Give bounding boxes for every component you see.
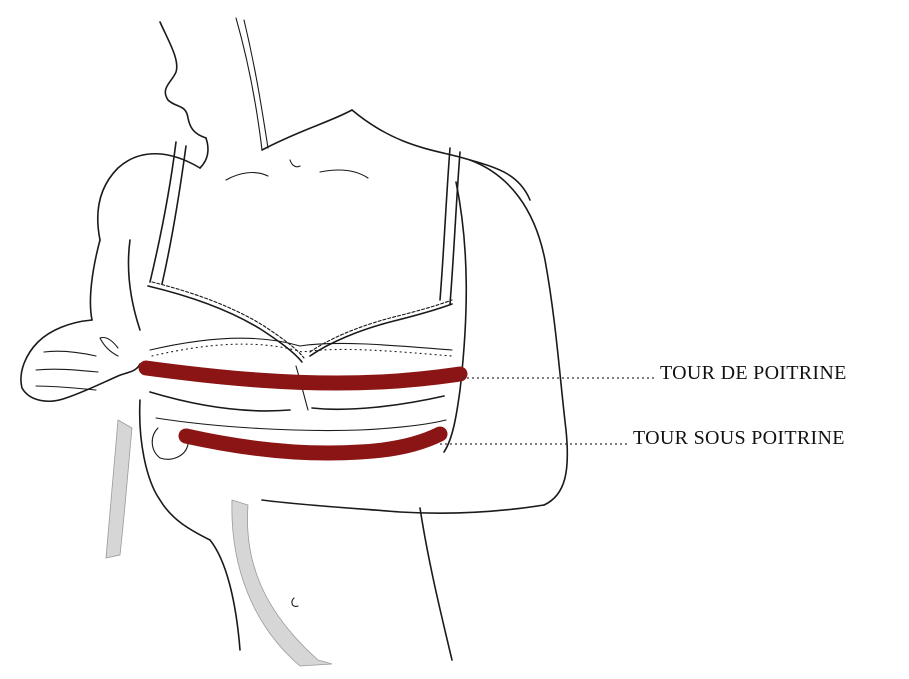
neck-notch — [290, 160, 300, 167]
bra-strap-right — [440, 148, 450, 300]
torso-right-side — [420, 508, 452, 660]
navel — [292, 598, 298, 606]
hair-strand — [236, 18, 262, 150]
bust-measurement-label: TOUR DE POITRINE — [660, 362, 847, 385]
collarbone-left — [226, 173, 268, 180]
right-forearm — [262, 500, 544, 513]
bust-measurement-band — [146, 368, 460, 383]
shoulder-left — [98, 154, 200, 240]
bra-cup-left — [148, 286, 302, 362]
left-hand-fingers — [36, 351, 98, 390]
bra-band-lower — [156, 418, 446, 431]
left-thumb — [100, 337, 118, 356]
measuring-tape-left-end — [106, 420, 132, 558]
bra-strap-left — [150, 142, 176, 282]
neck-right — [262, 110, 352, 150]
underbust-measurement-band — [186, 434, 440, 453]
bra-strap-right-inner — [450, 152, 460, 304]
shoulder-right — [352, 110, 530, 200]
left-arm-outer — [90, 240, 100, 320]
collarbone-right — [320, 170, 368, 178]
left-arm-inner — [128, 240, 140, 330]
bra-strap-left-inner — [162, 146, 186, 284]
measuring-tape-lower-end — [232, 500, 332, 666]
bra-cup-right-bottom — [312, 396, 444, 409]
measuring-tape-bust — [150, 338, 452, 350]
underbust-measurement-label: TOUR SOUS POITRINE — [633, 427, 845, 450]
right-arm-outer — [470, 160, 567, 505]
hair-strand-2 — [244, 20, 268, 148]
bra-cup-left-bottom — [150, 392, 290, 411]
face-outline — [160, 22, 206, 138]
neck-left — [200, 138, 208, 168]
